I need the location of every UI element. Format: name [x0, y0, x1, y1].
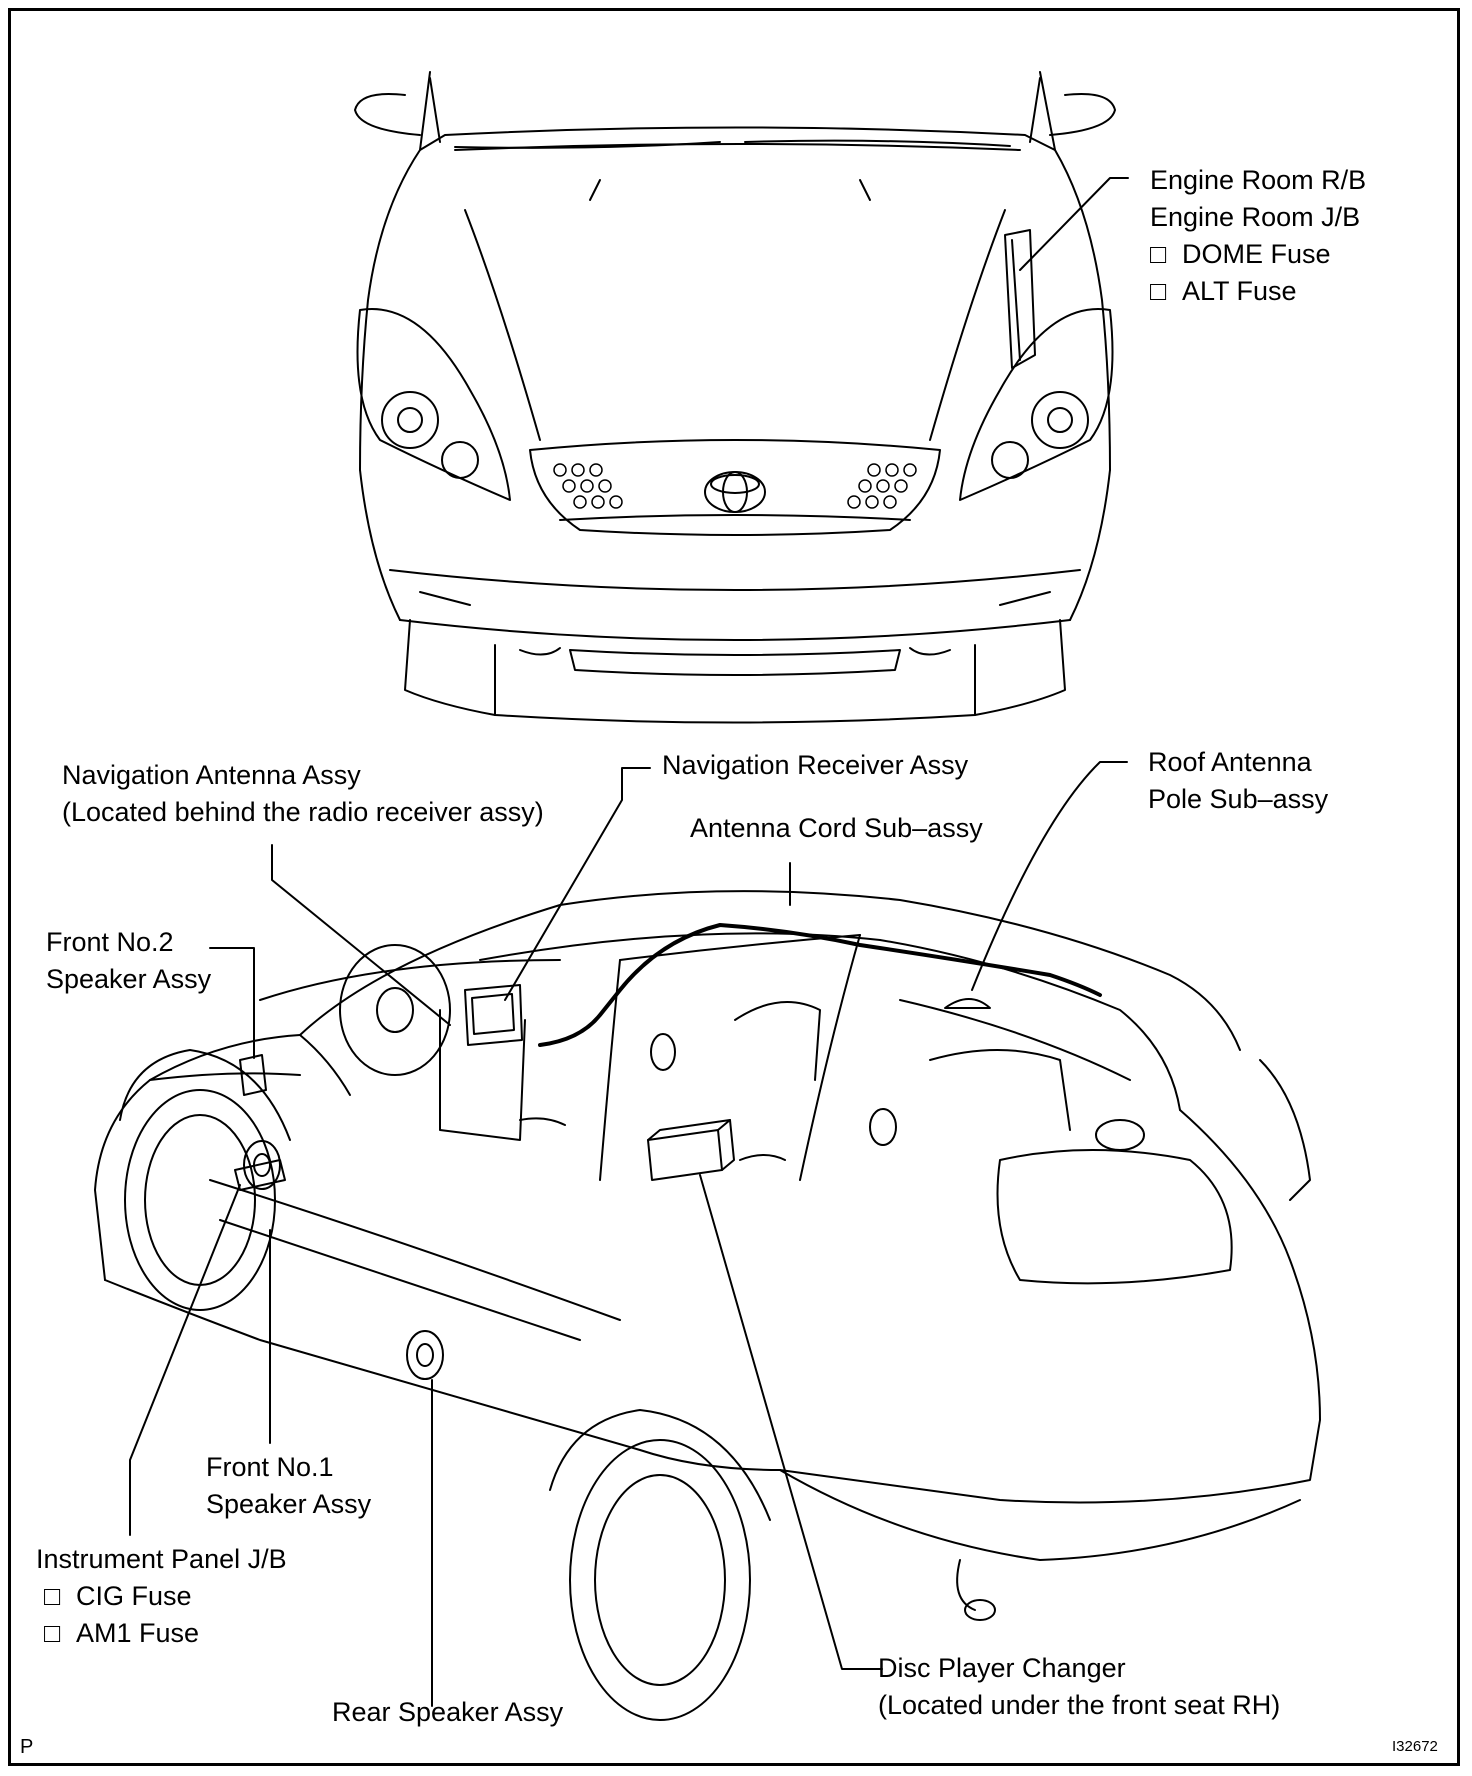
rear-speaker-label: Rear Speaker Assy [332, 1694, 563, 1731]
corner-mark-left: P [20, 1736, 34, 1758]
antenna-cord-path [538, 923, 1102, 1047]
engine-room-label: Engine Room R/B Engine Room J/B DOME Fus… [1150, 162, 1366, 310]
disc-player-note: (Located under the front seat RH) [878, 1690, 1281, 1720]
front-no1-line2: Speaker Assy [206, 1489, 372, 1519]
front-view-vehicle [354, 71, 1116, 724]
disc-player-label: Disc Player Changer (Located under the f… [878, 1650, 1280, 1724]
instrument-panel-jb-text: Instrument Panel J/B [36, 1544, 287, 1574]
roof-antenna-line2: Pole Sub–assy [1148, 784, 1329, 814]
nav-receiver-text: Navigation Receiver Assy [662, 750, 969, 780]
instrument-panel-label: Instrument Panel J/B CIG Fuse AM1 Fuse [36, 1541, 287, 1652]
antenna-cord-text: Antenna Cord Sub–assy [690, 813, 983, 843]
front-no2-speaker-label: Front No.2 Speaker Assy [46, 924, 211, 998]
roof-antenna-label: Roof Antenna Pole Sub–assy [1148, 744, 1328, 818]
nav-antenna-title: Navigation Antenna Assy [62, 760, 361, 790]
disc-player-title: Disc Player Changer [878, 1653, 1126, 1683]
cig-fuse-text: CIG Fuse [44, 1578, 287, 1615]
nav-antenna-note: (Located behind the radio receiver assy) [62, 797, 544, 827]
front-no2-line2: Speaker Assy [46, 964, 212, 994]
roof-antenna-line1: Roof Antenna [1148, 747, 1312, 777]
leader-lines [129, 177, 1129, 1707]
nav-antenna-label: Navigation Antenna Assy (Located behind … [62, 757, 544, 831]
figure-code: I32672 [1392, 1738, 1438, 1755]
engine-room-rb-text: Engine Room R/B [1150, 165, 1367, 195]
front-no2-line1: Front No.2 [46, 927, 174, 957]
rear-view-vehicle [94, 890, 1321, 1721]
am1-fuse-text: AM1 Fuse [44, 1615, 287, 1652]
dome-fuse-text: DOME Fuse [1150, 236, 1366, 273]
rear-speaker-text: Rear Speaker Assy [332, 1697, 564, 1727]
antenna-cord-label: Antenna Cord Sub–assy [690, 810, 983, 847]
front-no1-line1: Front No.1 [206, 1452, 334, 1482]
front-no1-speaker-label: Front No.1 Speaker Assy [206, 1449, 371, 1523]
nav-receiver-label: Navigation Receiver Assy [662, 747, 968, 784]
alt-fuse-text: ALT Fuse [1150, 273, 1366, 310]
engine-room-jb-text: Engine Room J/B [1150, 202, 1361, 232]
